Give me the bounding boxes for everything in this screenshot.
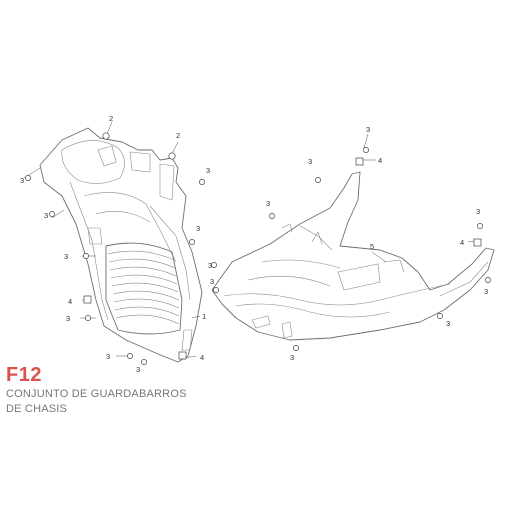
callout-3: 3 xyxy=(44,211,48,220)
callout-3: 3 xyxy=(290,353,294,362)
floor-under-cover-part xyxy=(211,171,495,341)
callout-3: 3 xyxy=(208,261,212,270)
screw-icon xyxy=(199,179,205,185)
callout-3: 3 xyxy=(484,287,488,296)
nut-icon xyxy=(473,238,482,247)
callout-1: 1 xyxy=(202,312,206,321)
callout-3: 3 xyxy=(446,319,450,328)
screw-icon xyxy=(315,177,321,183)
callout-3: 3 xyxy=(206,166,210,175)
front-leg-shield-part xyxy=(39,127,203,363)
callout-4: 4 xyxy=(68,297,72,306)
callout-3: 3 xyxy=(66,314,70,323)
screw-icon xyxy=(49,211,55,217)
nut-icon xyxy=(355,157,364,166)
callout-3: 3 xyxy=(106,352,110,361)
callout-3: 3 xyxy=(308,157,312,166)
screw-icon xyxy=(102,132,110,140)
callout-5: 5 xyxy=(370,242,374,251)
screw-icon xyxy=(211,262,217,268)
callout-3: 3 xyxy=(196,224,200,233)
leader-lines xyxy=(23,121,481,359)
screw-icon xyxy=(363,147,369,153)
callout-3: 3 xyxy=(20,176,24,185)
screw-icon xyxy=(477,223,483,229)
callout-4: 4 xyxy=(378,156,382,165)
nut-icon xyxy=(83,295,92,304)
screw-icon xyxy=(168,152,176,160)
screw-icon xyxy=(213,287,219,293)
diagram-title-line-1: CONJUNTO DE GUARDABARROS xyxy=(6,388,187,400)
screw-icon xyxy=(485,277,491,283)
callout-2: 2 xyxy=(109,114,113,123)
screw-icon xyxy=(437,313,443,319)
callout-3: 3 xyxy=(266,199,270,208)
screw-icon xyxy=(293,345,299,351)
nut-icon xyxy=(178,351,187,360)
screw-icon xyxy=(141,359,147,365)
callout-3: 3 xyxy=(210,277,214,286)
screw-icon xyxy=(83,253,89,259)
screw-icon xyxy=(127,353,133,359)
callout-3: 3 xyxy=(64,252,68,261)
screw-icon xyxy=(25,175,31,181)
screw-icon xyxy=(85,315,91,321)
callout-4: 4 xyxy=(460,238,464,247)
screw-icon xyxy=(269,213,275,219)
diagram-title-line-2: DE CHASIS xyxy=(6,403,68,415)
fasteners xyxy=(25,132,491,365)
callout-3: 3 xyxy=(136,365,140,374)
callout-2: 2 xyxy=(176,131,180,140)
callout-3: 3 xyxy=(476,207,480,216)
callout-labels: 2 2 3 3 3 3 3 3 4 3 1 3 3 4 3 4 3 3 5 3 … xyxy=(20,114,488,374)
callout-3: 3 xyxy=(366,125,370,134)
callout-4: 4 xyxy=(200,353,204,362)
screw-icon xyxy=(189,239,195,245)
diagram-code: F12 xyxy=(6,364,42,386)
